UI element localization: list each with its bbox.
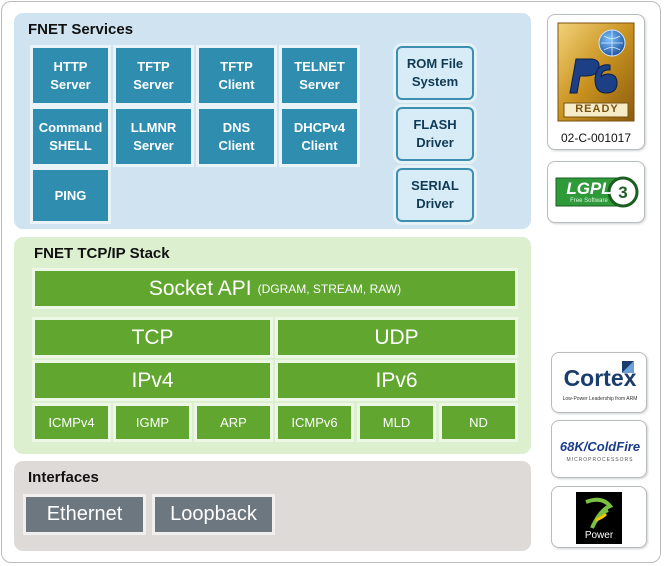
socket-api-label: Socket API (148, 276, 252, 300)
udp-bar: UDP (278, 320, 515, 355)
ipv6-ready-text: READY (575, 103, 619, 115)
cortex-logo-box: Cortex Low-Power Leadership from ARM (551, 352, 647, 413)
protocol-arp: ARP (197, 406, 270, 439)
coldfire-text: 68K/ColdFire (559, 439, 641, 454)
service-tftp-server: TFTP Server (116, 48, 191, 103)
ipv6-ready-icon (557, 22, 635, 122)
service-tftp-client: TFTP Client (199, 48, 274, 103)
stack-title: FNET TCP/IP Stack (34, 245, 170, 262)
driver-serial: SERIAL Driver (398, 170, 472, 220)
service-http-server: HTTP Server (33, 48, 108, 103)
power-logo-box: Power (551, 486, 647, 548)
power-icon: Power (576, 492, 622, 544)
service-dhcpv4-client: DHCPv4 Client (282, 109, 357, 164)
cortex-subtext: Low-Power Leadership from ARM (562, 396, 638, 402)
protocol-icmpv4: ICMPv4 (35, 406, 108, 439)
interfaces-panel: Interfaces Ethernet Loopback (14, 461, 531, 551)
protocol-igmp: IGMP (116, 406, 189, 439)
protocol-nd: ND (442, 406, 515, 439)
service-dns-client: DNS Client (199, 109, 274, 164)
service-telnet-server: TELNET Server (282, 48, 357, 103)
services-panel: FNET Services HTTP Server TFTP Server TF… (14, 13, 531, 229)
service-command-shell: Command SHELL (33, 109, 108, 164)
lgpl-subtext: Free Software (570, 198, 608, 204)
service-ping: PING (33, 170, 108, 221)
driver-rom-file-system: ROM File System (398, 48, 472, 98)
ipv6-ready-logo-box: READY 02-C-001017 (547, 14, 645, 150)
interface-ethernet: Ethernet (26, 497, 143, 532)
svg-text:3: 3 (618, 183, 627, 202)
lgpl-logo-box: 3 LGPL Free Software (547, 161, 645, 223)
tcp-bar: TCP (35, 320, 270, 355)
protocol-icmpv6: ICMPv6 (278, 406, 351, 439)
protocol-mld: MLD (360, 406, 433, 439)
services-title: FNET Services (28, 21, 134, 38)
ipv6-ready-cert-id: 02-C-001017 (560, 131, 632, 145)
power-text: Power (584, 530, 614, 541)
coldfire-logo-box: 68K/ColdFire MICROPROCESSORS (551, 420, 647, 478)
socket-api-bar: Socket API (DGRAM, STREAM, RAW) (35, 271, 515, 306)
ipv6-bar: IPv6 (278, 363, 515, 398)
lgpl-icon: 3 (555, 176, 639, 208)
socket-api-types: (DGRAM, STREAM, RAW) (257, 281, 402, 296)
interfaces-title: Interfaces (28, 469, 99, 486)
cortex-mark-icon (622, 361, 634, 373)
coldfire-subtext: MICROPROCESSORS (566, 457, 634, 463)
service-llmnr-server: LLMNR Server (116, 109, 191, 164)
tcpip-stack-panel: FNET TCP/IP Stack Socket API (DGRAM, STR… (14, 237, 531, 454)
lgpl-text: LGPL (566, 179, 612, 198)
ipv4-bar: IPv4 (35, 363, 270, 398)
interface-loopback: Loopback (155, 497, 272, 532)
driver-flash: FLASH Driver (398, 109, 472, 159)
